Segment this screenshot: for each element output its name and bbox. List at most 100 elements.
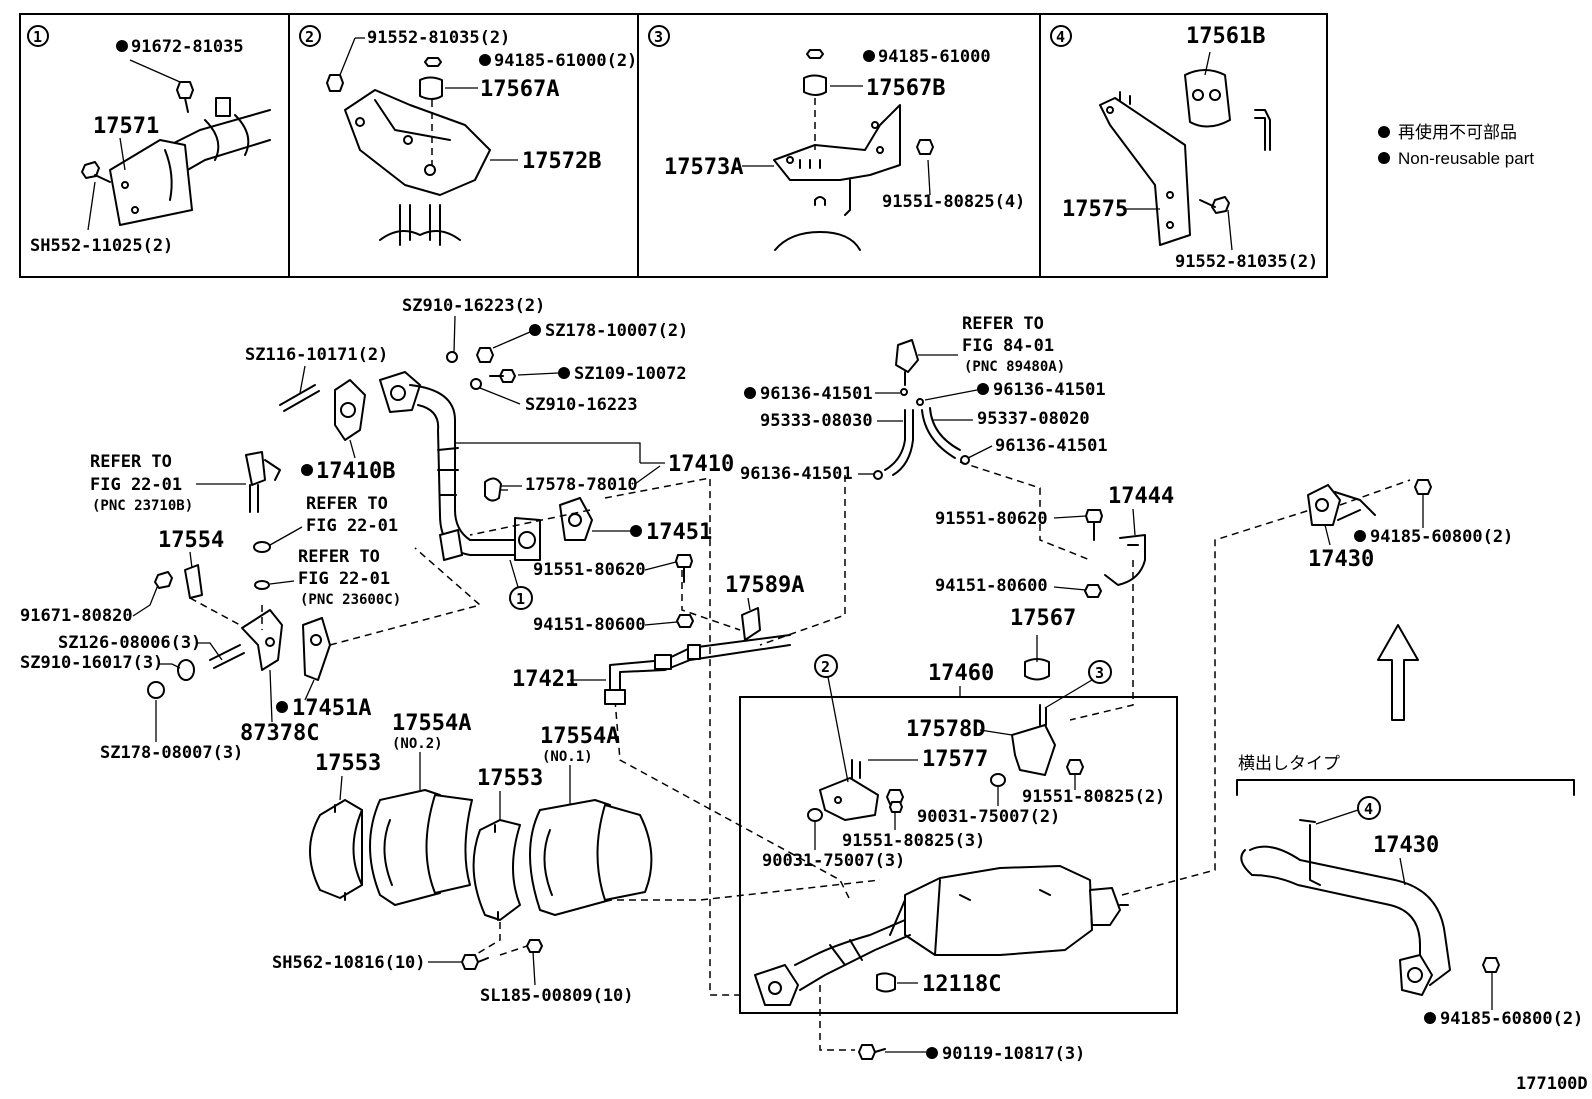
label-94185-60800-2-b: 94185-60800(2)	[1440, 1009, 1583, 1029]
label-no1: (NO.1)	[542, 749, 593, 765]
label-refer-1b: FIG 22-01	[90, 475, 182, 495]
legend: 再使用不可部品 Non-reusable part	[1378, 122, 1534, 168]
svg-text:4: 4	[1364, 800, 1373, 818]
label-17553-a: 17553	[315, 751, 381, 776]
label-12118c: 12118C	[922, 972, 1001, 997]
label-94185-60800-2-a: 94185-60800(2)	[1370, 527, 1513, 547]
label-refer-1c: (PNC 23710B)	[92, 498, 193, 514]
label-17430-top: 17430	[1308, 547, 1374, 572]
label-refer-3c: (PNC 23600C)	[300, 592, 401, 608]
label-94151-80600-b: 94151-80600	[935, 576, 1048, 596]
label-sl185-00809-10: SL185-00809(10)	[480, 986, 634, 1006]
label-17567a: 17567A	[480, 77, 559, 102]
panel-2-drawing	[326, 37, 518, 246]
label-refer-3b: FIG 22-01	[298, 569, 390, 589]
panel-1-number: 1	[27, 25, 49, 47]
clip-17589a	[741, 607, 761, 641]
assembly-17460-box	[739, 696, 1178, 1014]
callout-1-main: 1	[509, 586, 533, 610]
label-17451a: 17451A	[292, 696, 371, 721]
label-17567: 17567	[1010, 606, 1076, 631]
bolt-90119	[858, 1044, 876, 1060]
bracket-17554	[184, 564, 203, 599]
label-sz910-16223: SZ910-16223	[525, 395, 638, 415]
label-17554a-no1: 17554A	[540, 724, 619, 749]
label-91551-80825-2: 91551-80825(2)	[1022, 787, 1165, 807]
callout-4-bottom: 4	[1357, 796, 1381, 820]
label-17444: 17444	[1108, 484, 1174, 509]
label-96136-41501-d: 96136-41501	[995, 436, 1108, 456]
label-91672-81035: 91672-81035	[131, 37, 244, 57]
svg-text:1: 1	[516, 590, 525, 608]
label-17554a-no2: 17554A	[392, 711, 471, 736]
svg-text:1: 1	[33, 28, 42, 46]
label-17572b: 17572B	[522, 149, 601, 174]
label-96136-41501-b: 96136-41501	[993, 380, 1106, 400]
label-refer-1a: REFER TO	[90, 452, 172, 472]
label-90031-75007-3: 90031-75007(3)	[762, 851, 905, 871]
detail-panels-frame	[19, 13, 1328, 278]
label-sz910-16017-3: SZ910-16017(3)	[20, 653, 163, 673]
panel-3-number: 3	[648, 25, 670, 47]
label-17578d: 17578D	[906, 717, 985, 742]
clamp-17578	[484, 477, 502, 502]
svg-text:3: 3	[654, 28, 663, 46]
label-17421: 17421	[512, 667, 578, 692]
converter-17460	[754, 704, 1129, 1006]
label-87378c: 87378C	[240, 721, 319, 746]
label-17578-78010: 17578-78010	[525, 475, 638, 495]
label-17451: 17451	[646, 520, 712, 545]
label-17554: 17554	[158, 528, 224, 553]
label-refer-3a: REFER TO	[298, 547, 380, 567]
label-17577: 17577	[922, 747, 988, 772]
up-arrow	[1377, 624, 1419, 721]
label-17553-b: 17553	[477, 766, 543, 791]
legend-en: Non-reusable part	[1398, 149, 1534, 168]
label-90119-10817-3: 90119-10817(3)	[942, 1044, 1085, 1064]
label-refer-4c: (PNC 89480A)	[964, 359, 1065, 375]
svg-text:3: 3	[1095, 664, 1104, 682]
gasket-17410b	[334, 379, 366, 441]
label-91671-80820: 91671-80820	[20, 606, 133, 626]
panel-4-number: 4	[1050, 25, 1072, 47]
tail-pipe-17430-bottom	[1240, 819, 1500, 996]
label-17410b: 17410B	[316, 459, 395, 484]
tail-pipe-17430-top	[1307, 479, 1432, 526]
label-95337-08020: 95337-08020	[977, 409, 1090, 429]
label-91551-80620-a: 91551-80620	[533, 560, 646, 580]
panel-1-drawing	[81, 59, 271, 231]
label-17567b: 17567B	[866, 76, 945, 101]
label-17573a: 17573A	[664, 155, 743, 180]
svg-text:2: 2	[305, 28, 314, 46]
label-17571: 17571	[93, 114, 159, 139]
sensor-23710b	[245, 451, 281, 513]
heat-insulators	[309, 789, 653, 970]
callout-3-main: 3	[1088, 660, 1112, 684]
label-91551-80620-b: 91551-80620	[935, 509, 1048, 529]
label-sz178-08007-3: SZ178-08007(3)	[100, 743, 243, 763]
panel-4-drawing	[1099, 51, 1271, 251]
label-sh552-11025: SH552-11025(2)	[30, 236, 173, 256]
label-17561b: 17561B	[1186, 24, 1265, 49]
gasket-17451	[559, 497, 593, 541]
front-pipe-17410	[379, 371, 541, 561]
label-96136-41501-c: 96136-41501	[740, 464, 853, 484]
bracket-17444	[1084, 509, 1146, 598]
label-no2: (NO.2)	[392, 736, 443, 752]
label-refer-2b: FIG 22-01	[306, 516, 398, 536]
label-94185-61000-2: 94185-61000(2)	[494, 51, 637, 71]
label-91552-81035-2-p4: 91552-81035(2)	[1175, 252, 1318, 272]
label-sz126-08006-3: SZ126-08006(3)	[58, 633, 201, 653]
panel-3-drawing	[742, 49, 934, 251]
label-17430-bottom: 17430	[1373, 833, 1439, 858]
label-94151-80600-a: 94151-80600	[533, 615, 646, 635]
label-refer-4a: REFER TO	[962, 314, 1044, 334]
label-17410: 17410	[668, 452, 734, 477]
label-17589a: 17589A	[725, 573, 804, 598]
label-95333-08030: 95333-08030	[760, 411, 873, 431]
label-91552-81035-2: 91552-81035(2)	[367, 28, 510, 48]
label-17460: 17460	[928, 661, 994, 686]
label-sh562-10816-10: SH562-10816(10)	[272, 953, 426, 973]
label-96136-41501-a: 96136-41501	[760, 384, 873, 404]
